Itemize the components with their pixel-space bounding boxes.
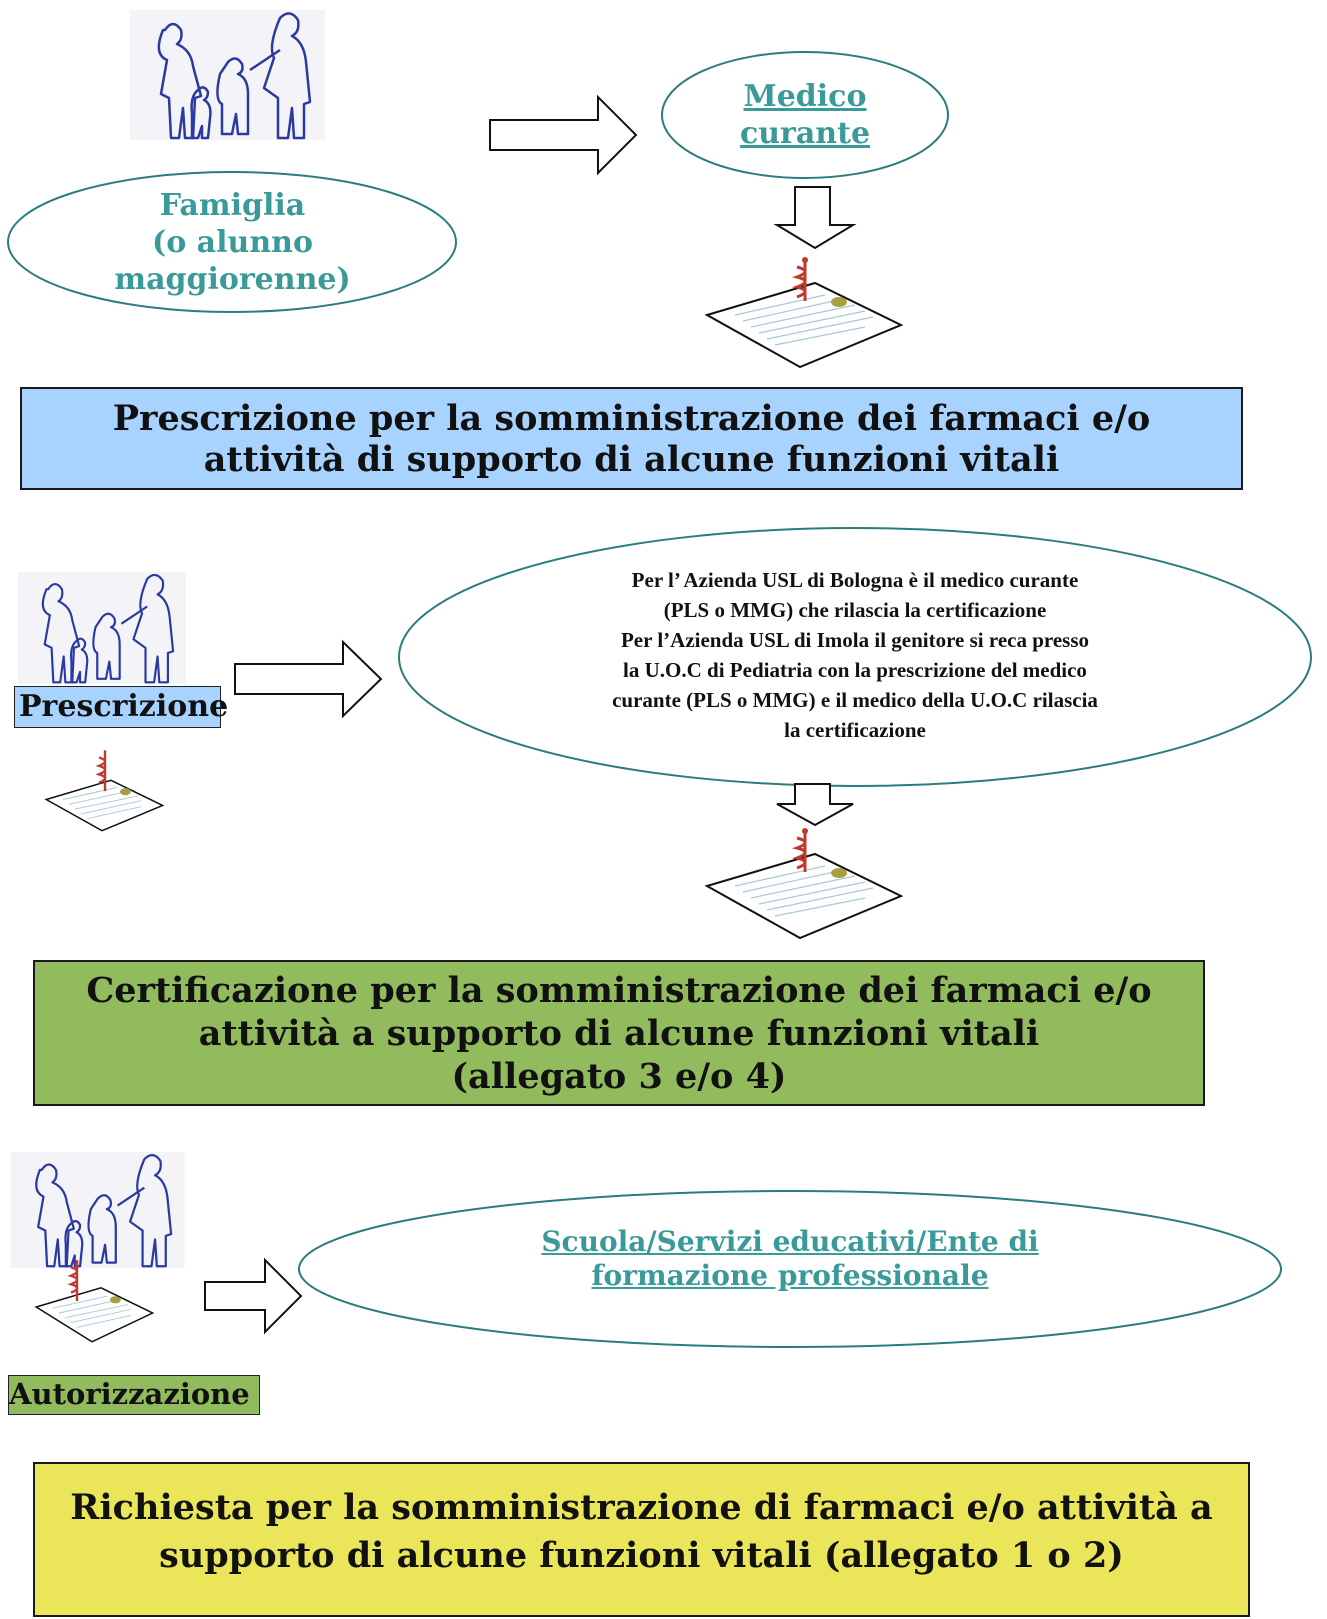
azienda-note-line: Per l’ Azienda USL di Bologna è il medic… xyxy=(631,567,1079,592)
certificazione-box-line: attività a supporto di alcune funzioni v… xyxy=(198,1012,1040,1054)
certificazione-box-line: (allegato 3 e/o 4) xyxy=(451,1055,787,1097)
family-icon xyxy=(10,1152,185,1268)
document-caduceus-icon xyxy=(704,828,904,940)
prescrizione-box-line: attività di supporto di alcune funzioni … xyxy=(203,438,1060,480)
document-caduceus-icon xyxy=(34,1260,155,1343)
document-caduceus-icon xyxy=(704,257,904,369)
arrow-down-icon xyxy=(776,783,854,827)
arrow-right-icon xyxy=(234,639,383,719)
scuola-link[interactable]: Scuola/Servizi educativi/Ente di xyxy=(541,1225,1039,1258)
azienda-note-line: la U.O.C di Pediatria con la prescrizion… xyxy=(623,657,1087,682)
family-icon xyxy=(130,10,325,140)
arrow-down-icon xyxy=(773,186,857,250)
azienda-ellipse xyxy=(398,527,1312,787)
azienda-note-line: la certificazione xyxy=(784,717,926,742)
scuola-link[interactable]: formazione professionale xyxy=(591,1259,989,1292)
medico-link[interactable]: Medico xyxy=(743,79,867,114)
famiglia-node: Famiglia (o alunno maggiorenne) xyxy=(5,170,460,315)
richiesta-box-line: Richiesta per la somministrazione di far… xyxy=(70,1487,1213,1528)
prescrizione-box: Prescrizione per la somministrazione dei… xyxy=(20,387,1243,490)
famiglia-line: maggiorenne) xyxy=(114,262,351,297)
azienda-note-line: (PLS o MMG) che rilascia la certificazio… xyxy=(663,597,1047,622)
famiglia-line: Famiglia xyxy=(159,188,306,223)
prescrizione-label: Prescrizione xyxy=(14,686,228,728)
document-caduceus-icon xyxy=(44,750,165,832)
certificazione-box-line: Certificazione per la somministrazione d… xyxy=(86,969,1152,1011)
family-icon xyxy=(18,572,186,684)
azienda-note-line: Per l’Azienda USL di Imola il genitore s… xyxy=(620,627,1089,652)
richiesta-box-line: supporto di alcune funzioni vitali (alle… xyxy=(159,1535,1124,1576)
richiesta-box: Richiesta per la somministrazione di far… xyxy=(33,1462,1250,1617)
scuola-node[interactable]: Scuola/Servizi educativi/Ente di formazi… xyxy=(296,1178,1284,1340)
famiglia-line: (o alunno xyxy=(152,225,313,260)
medico-ellipse xyxy=(661,51,949,179)
famiglia-ellipse xyxy=(7,171,457,313)
autorizzazione-label: Autorizzazione xyxy=(8,1375,260,1415)
azienda-note-line: curante (PLS o MMG) e il medico della U.… xyxy=(612,687,1098,712)
medico-curante-node[interactable]: Medico curante xyxy=(660,50,950,180)
scuola-ellipse xyxy=(298,1190,1282,1348)
azienda-note: Per l’ Azienda USL di Bologna è il medic… xyxy=(396,522,1314,787)
arrow-right-icon xyxy=(204,1257,303,1335)
prescrizione-box-line: Prescrizione per la somministrazione dei… xyxy=(112,397,1151,439)
certificazione-box: Certificazione per la somministrazione d… xyxy=(33,960,1205,1106)
arrow-right-icon xyxy=(489,94,638,176)
medico-link[interactable]: curante xyxy=(739,116,871,151)
